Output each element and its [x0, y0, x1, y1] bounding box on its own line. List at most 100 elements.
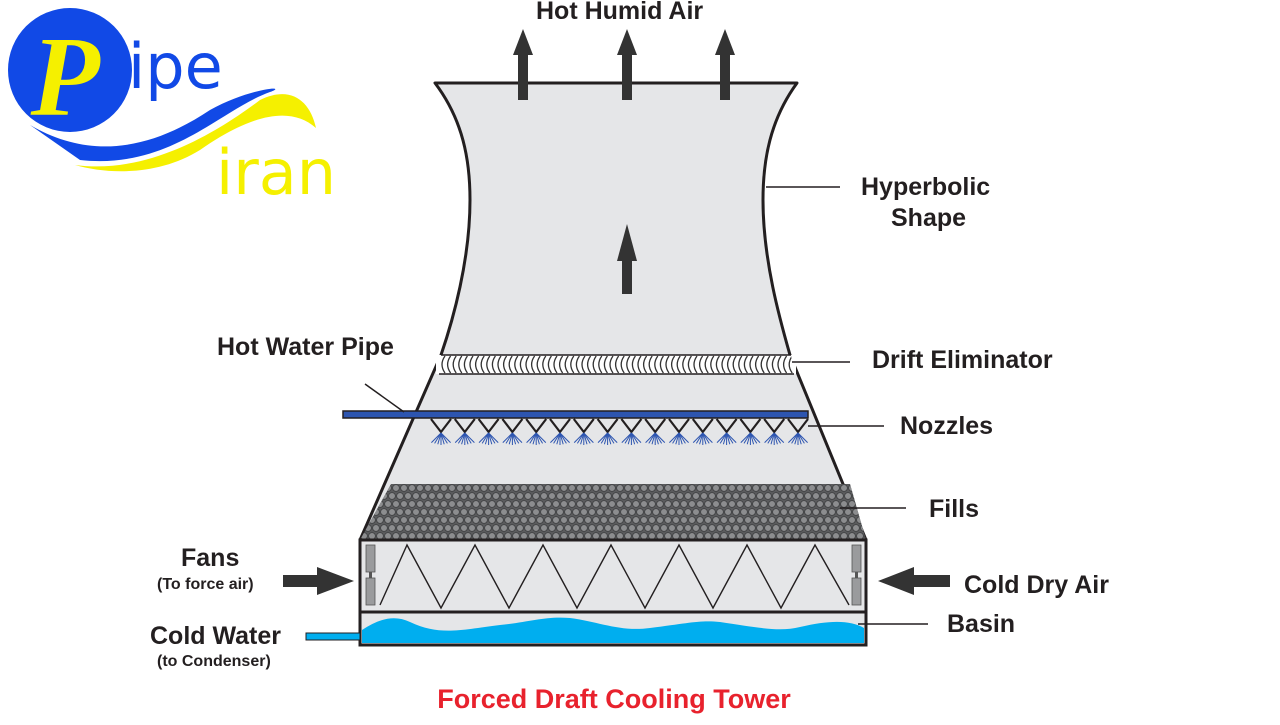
fill-cell — [732, 508, 740, 516]
fill-cell — [536, 532, 544, 540]
fill-cell — [456, 484, 464, 492]
fill-cell — [520, 484, 528, 492]
drift-arc — [536, 355, 541, 374]
fill-cell — [832, 500, 840, 508]
label-nozzles: Nozzles — [900, 412, 994, 440]
fill-cell — [760, 516, 768, 524]
fill-cell — [492, 492, 500, 500]
fill-cell — [800, 532, 808, 540]
fill-cell — [360, 524, 364, 532]
fill-cell — [460, 524, 468, 532]
label-cold-dry-air: Cold Dry Air — [964, 571, 1109, 599]
label-cold-water-sub: (to Condenser) — [157, 653, 271, 670]
fill-cell — [468, 492, 476, 500]
drift-arc — [648, 355, 653, 374]
fill-cell — [792, 532, 800, 540]
fill-cell — [488, 516, 496, 524]
drift-arc — [581, 355, 586, 374]
fill-cell — [516, 492, 524, 500]
fill-cell — [652, 524, 660, 532]
fill-cell — [516, 508, 524, 516]
diagram-title: Forced Draft Cooling Tower — [437, 684, 791, 714]
up-arrow-icon — [715, 29, 735, 100]
fill-cell — [672, 532, 680, 540]
fill-cell — [708, 508, 716, 516]
fill-cell — [828, 508, 836, 516]
fill-cell — [676, 492, 684, 500]
fill-cell — [588, 524, 596, 532]
fill-cell — [636, 524, 644, 532]
fill-cell — [524, 492, 532, 500]
fill-cell — [776, 500, 784, 508]
fill-cell — [752, 484, 760, 492]
fill-cell — [776, 516, 784, 524]
fill-cell — [412, 508, 420, 516]
drift-arc — [609, 355, 614, 374]
fill-cell — [428, 508, 436, 516]
fill-cell — [640, 532, 648, 540]
fill-cell — [564, 492, 572, 500]
fill-cell — [648, 516, 656, 524]
drift-arc — [777, 355, 782, 374]
fill-cell — [360, 508, 364, 516]
fill-cell — [816, 484, 824, 492]
fill-cell — [688, 500, 696, 508]
drift-arc — [659, 355, 664, 374]
fill-cell — [432, 516, 440, 524]
fill-cell — [808, 500, 816, 508]
fill-cell — [808, 516, 816, 524]
fill-cell — [848, 516, 856, 524]
fill-cell — [484, 508, 492, 516]
fill-cell — [784, 516, 792, 524]
fill-cell — [724, 524, 732, 532]
fill-cell — [632, 500, 640, 508]
fill-cell — [440, 516, 448, 524]
fill-cell — [492, 508, 500, 516]
fill-cell — [536, 516, 544, 524]
label-cold-water: Cold Water — [150, 622, 282, 650]
fill-cell — [820, 524, 828, 532]
fill-cell — [704, 500, 712, 508]
fill-cell — [480, 500, 488, 508]
nozzle — [763, 418, 786, 445]
fill-cell — [448, 484, 456, 492]
fill-cell — [584, 532, 592, 540]
drift-arc — [760, 355, 765, 374]
fill-cell — [452, 508, 460, 516]
fill-cell — [596, 508, 604, 516]
fill-cell — [380, 524, 388, 532]
nozzle — [549, 418, 571, 445]
fill-cell — [668, 524, 676, 532]
fill-cell — [492, 524, 500, 532]
fill-cell — [700, 524, 708, 532]
fill-cell — [832, 516, 840, 524]
fill-cell — [376, 516, 384, 524]
fill-cell — [380, 508, 388, 516]
fill-cell — [608, 484, 616, 492]
fill-cell — [412, 492, 420, 500]
fill-cell — [396, 492, 404, 500]
drift-arc — [446, 355, 452, 374]
fill-cell — [812, 524, 820, 532]
fill-cell — [592, 500, 600, 508]
fill-cell — [608, 532, 616, 540]
fill-cell — [668, 492, 676, 500]
up-arrow-icon — [617, 224, 637, 294]
fill-cell — [400, 532, 408, 540]
fill-cell — [764, 524, 772, 532]
fill-cell — [728, 484, 736, 492]
fill-cell — [364, 492, 372, 500]
fill-cell — [772, 492, 780, 500]
fill-cell — [576, 532, 584, 540]
fill-cell — [752, 500, 760, 508]
fill-cell — [496, 500, 504, 508]
fill-cell — [712, 484, 720, 492]
fill-cell — [532, 524, 540, 532]
fill-cell — [640, 516, 648, 524]
fill-cell — [636, 508, 644, 516]
nozzle — [525, 418, 548, 445]
nozzle — [596, 418, 619, 445]
fill-cell — [672, 516, 680, 524]
fill-cell — [384, 516, 392, 524]
drift-arc — [603, 355, 608, 374]
